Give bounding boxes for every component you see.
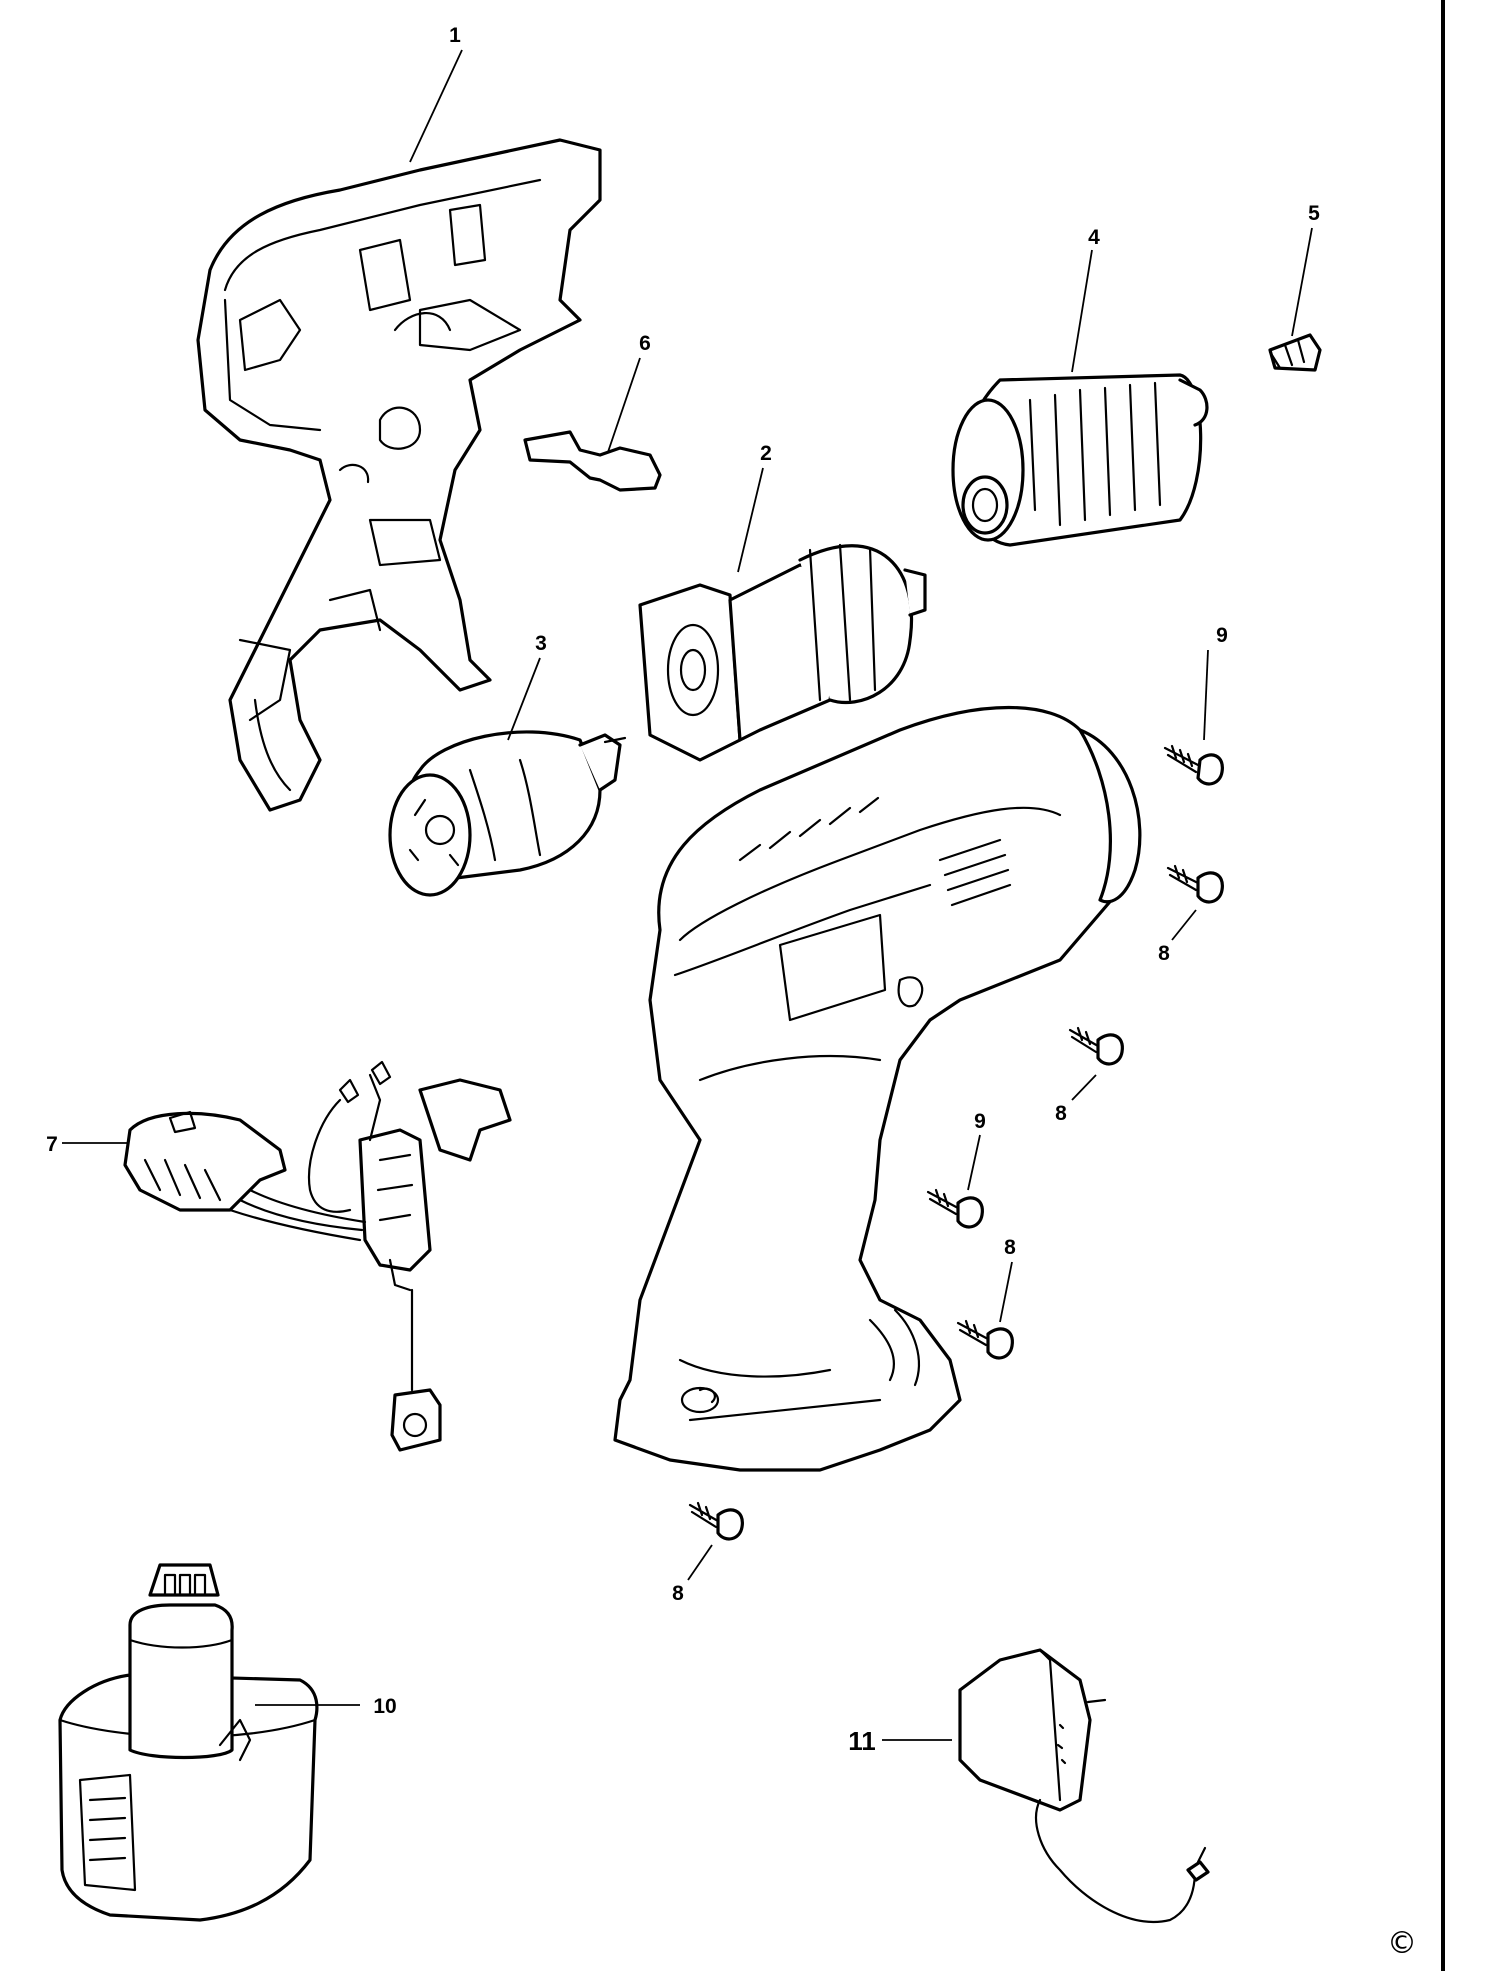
screw-d-drawing	[687, 1501, 744, 1581]
callout-label-8b: 8	[1055, 1102, 1067, 1125]
callout-label-7: 7	[46, 1133, 58, 1156]
screw-b-drawing	[1068, 1026, 1124, 1101]
callout-label-2: 2	[760, 442, 772, 465]
screw-e-drawing	[1163, 649, 1224, 786]
callout-label-3: 3	[535, 632, 547, 655]
drill-body-drawing	[613, 705, 1142, 1472]
callout-label-11: 11	[848, 1726, 876, 1756]
callout-label-5: 5	[1308, 202, 1320, 225]
charger-drawing	[882, 1648, 1210, 1923]
callout-label-1: 1	[449, 24, 461, 47]
callout-label-8c: 8	[1004, 1236, 1016, 1259]
callout-label-9b: 9	[974, 1110, 986, 1133]
callout-label-8a: 8	[1158, 942, 1170, 965]
callout-label-9a: 9	[1216, 624, 1228, 647]
copyright-symbol: ©	[1387, 1926, 1417, 1961]
screw-a-drawing	[1166, 864, 1224, 941]
gearbox-drawing	[638, 467, 927, 762]
screw-c-drawing	[956, 1261, 1014, 1360]
battery-drawing	[58, 1563, 360, 1922]
switch-assembly-drawing	[62, 1060, 512, 1452]
forward-reverse-slider-drawing	[523, 357, 662, 492]
housing-half-drawing	[196, 49, 602, 812]
motor-drawing	[388, 657, 627, 897]
callout-label-6: 6	[639, 332, 651, 355]
chuck-drawing	[951, 249, 1209, 547]
callout-label-10: 10	[373, 1695, 396, 1718]
callout-label-4: 4	[1088, 226, 1100, 249]
chuck-screw-drawing	[1268, 227, 1322, 372]
callout-label-8d: 8	[672, 1582, 684, 1605]
screw-f-drawing	[926, 1134, 984, 1229]
